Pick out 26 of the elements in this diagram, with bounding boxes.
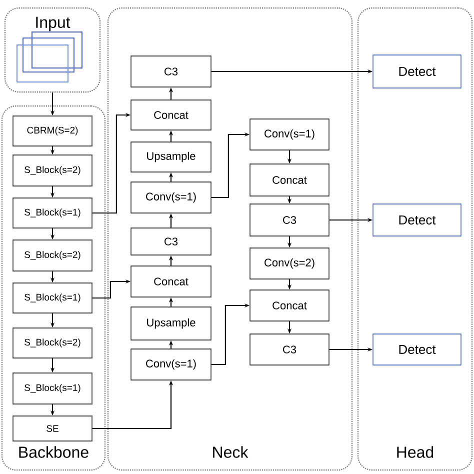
layer-box: Upsample [130, 142, 212, 172]
block-box: CBRM(S=2) [12, 116, 92, 146]
layer-box: C3 [250, 334, 330, 366]
layer-box: Concat [250, 164, 330, 196]
group-panel: Input [4, 7, 101, 93]
layer-box: Conv(s=2) [250, 248, 330, 280]
layer-box: Upsample [130, 306, 212, 340]
block-box: S_Block(s=2) [12, 154, 92, 186]
layer-box: Concat [130, 266, 212, 298]
layer-box: C3 [250, 204, 330, 236]
layer-box: Concat [250, 290, 330, 322]
detect-box: Detect [372, 204, 462, 236]
layer-box: Concat [130, 100, 212, 130]
block-box: S_Block(s=2) [12, 240, 92, 272]
layer-box: Conv(s=1) [130, 182, 212, 214]
block-box: SE [12, 416, 92, 442]
block-box: S_Block(s=1) [12, 282, 92, 314]
detect-box: Detect [372, 54, 462, 88]
layer-box: C3 [130, 56, 212, 88]
layer-box: Conv(s=1) [130, 348, 212, 380]
layer-box: C3 [130, 228, 212, 256]
detect-box: Detect [372, 334, 462, 366]
layer-box: Conv(s=1) [250, 118, 330, 150]
block-box: S_Block(s=1) [12, 372, 92, 404]
block-box: S_Block(s=1) [12, 198, 92, 228]
block-box: S_Block(s=2) [12, 328, 92, 358]
